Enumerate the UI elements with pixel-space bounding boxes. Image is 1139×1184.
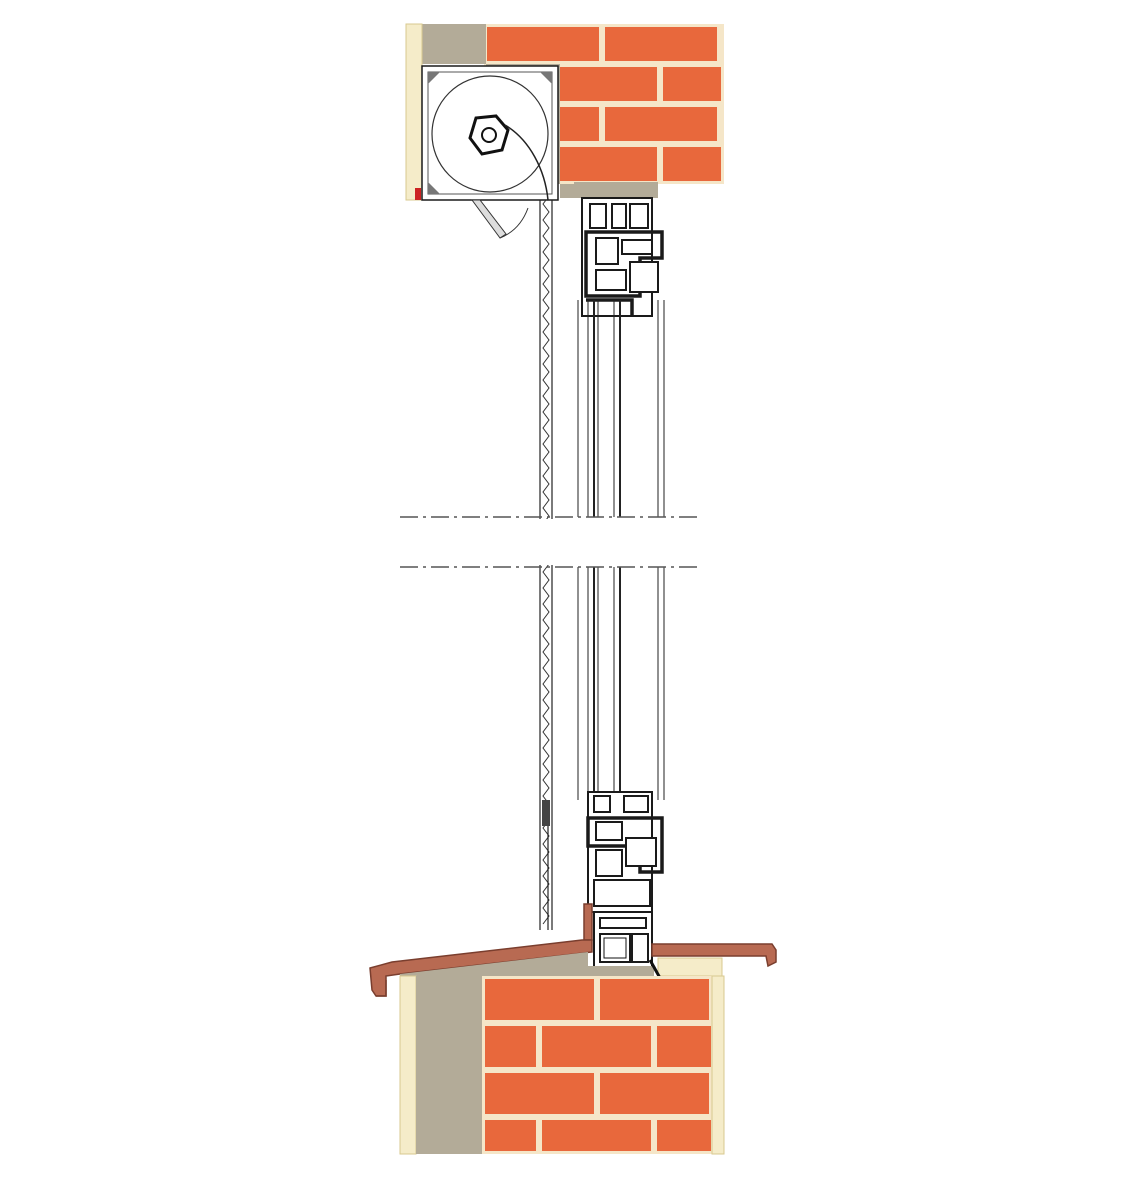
sill-flashing: [583, 903, 593, 941]
brick: [657, 1026, 711, 1067]
brick: [600, 1073, 709, 1114]
brick: [600, 979, 709, 1020]
inspection-flap: [471, 199, 507, 239]
head-chamber-2: [611, 203, 627, 229]
shutter-drum: [431, 75, 549, 193]
shutter-box-corner-bl: [428, 182, 440, 194]
head-bead: [586, 298, 634, 316]
sill-chamber-4: [625, 837, 657, 867]
bottom-bricks: [485, 979, 711, 1151]
shutter-wound-strap: [504, 124, 549, 201]
shutter-axle-icon: [468, 114, 510, 156]
head-profile: [581, 197, 664, 317]
subsill-bed: [588, 966, 654, 976]
brick: [657, 1120, 711, 1151]
brick: [485, 1073, 594, 1114]
head-chamber-7: [629, 261, 659, 293]
brick: [485, 1026, 536, 1067]
brick: [485, 979, 594, 1020]
glass-lines: [577, 300, 665, 800]
head-chamber-5: [621, 239, 653, 255]
brick: [545, 147, 657, 181]
brick: [545, 67, 657, 101]
brick: [663, 147, 721, 181]
brick: [542, 1120, 651, 1151]
subsill-chamber-2: [599, 933, 631, 963]
roller-shutter-box: [415, 65, 559, 239]
shutter-box-inner: [427, 71, 553, 195]
interior-sill: [648, 943, 777, 979]
shutter-bottom-bar: [542, 800, 550, 826]
window-sill-frame: [547, 791, 664, 976]
top-plaster-strip: [405, 23, 423, 201]
head-chamber-3: [629, 203, 649, 229]
subsill-insert: [603, 937, 627, 959]
brick: [542, 1026, 651, 1067]
sill-chamber-5: [595, 849, 623, 877]
head-sash-outline: [584, 230, 664, 298]
shutter-box-marker: [415, 188, 421, 200]
sill-screed: [400, 952, 588, 976]
sill-profile: [547, 791, 664, 976]
head-chamber-4: [595, 237, 619, 265]
window-head-frame: [574, 182, 664, 317]
bottom-insulation: [416, 976, 482, 1154]
interior-plaster-top: [657, 957, 723, 977]
sill-seal: [648, 959, 662, 979]
subsill-chamber-3: [631, 933, 649, 963]
bottom-brick-wall: [399, 975, 725, 1155]
bottom-plaster-strip: [399, 975, 417, 1155]
break-lines: [400, 516, 700, 568]
shutter-axle-center: [481, 127, 497, 143]
shutter-box-corner-tl: [428, 72, 440, 84]
break-gap: [400, 519, 700, 565]
exterior-sill-drip: [376, 980, 387, 997]
brick: [663, 67, 721, 101]
sill-chamber-2: [623, 795, 649, 813]
head-chamber-6: [595, 269, 627, 291]
shutter-box-corner-tr: [540, 72, 552, 84]
bottom-interior-plaster: [711, 975, 725, 1155]
sill-sash-outline: [586, 816, 664, 874]
brick: [487, 27, 599, 61]
brick: [485, 1120, 536, 1151]
sill-chamber-6: [593, 879, 651, 907]
brick: [605, 107, 717, 141]
sill-chamber-1: [593, 795, 611, 813]
subsill-chamber-1: [599, 917, 647, 929]
interior-sill-board: [651, 943, 777, 968]
flap-arc: [499, 207, 529, 239]
head-sill-plate: [574, 182, 658, 198]
sill-base: [400, 952, 588, 976]
sill-chamber-3: [595, 821, 623, 841]
brick: [605, 27, 717, 61]
glazing-unit: [577, 300, 665, 800]
head-chamber-1: [589, 203, 607, 229]
